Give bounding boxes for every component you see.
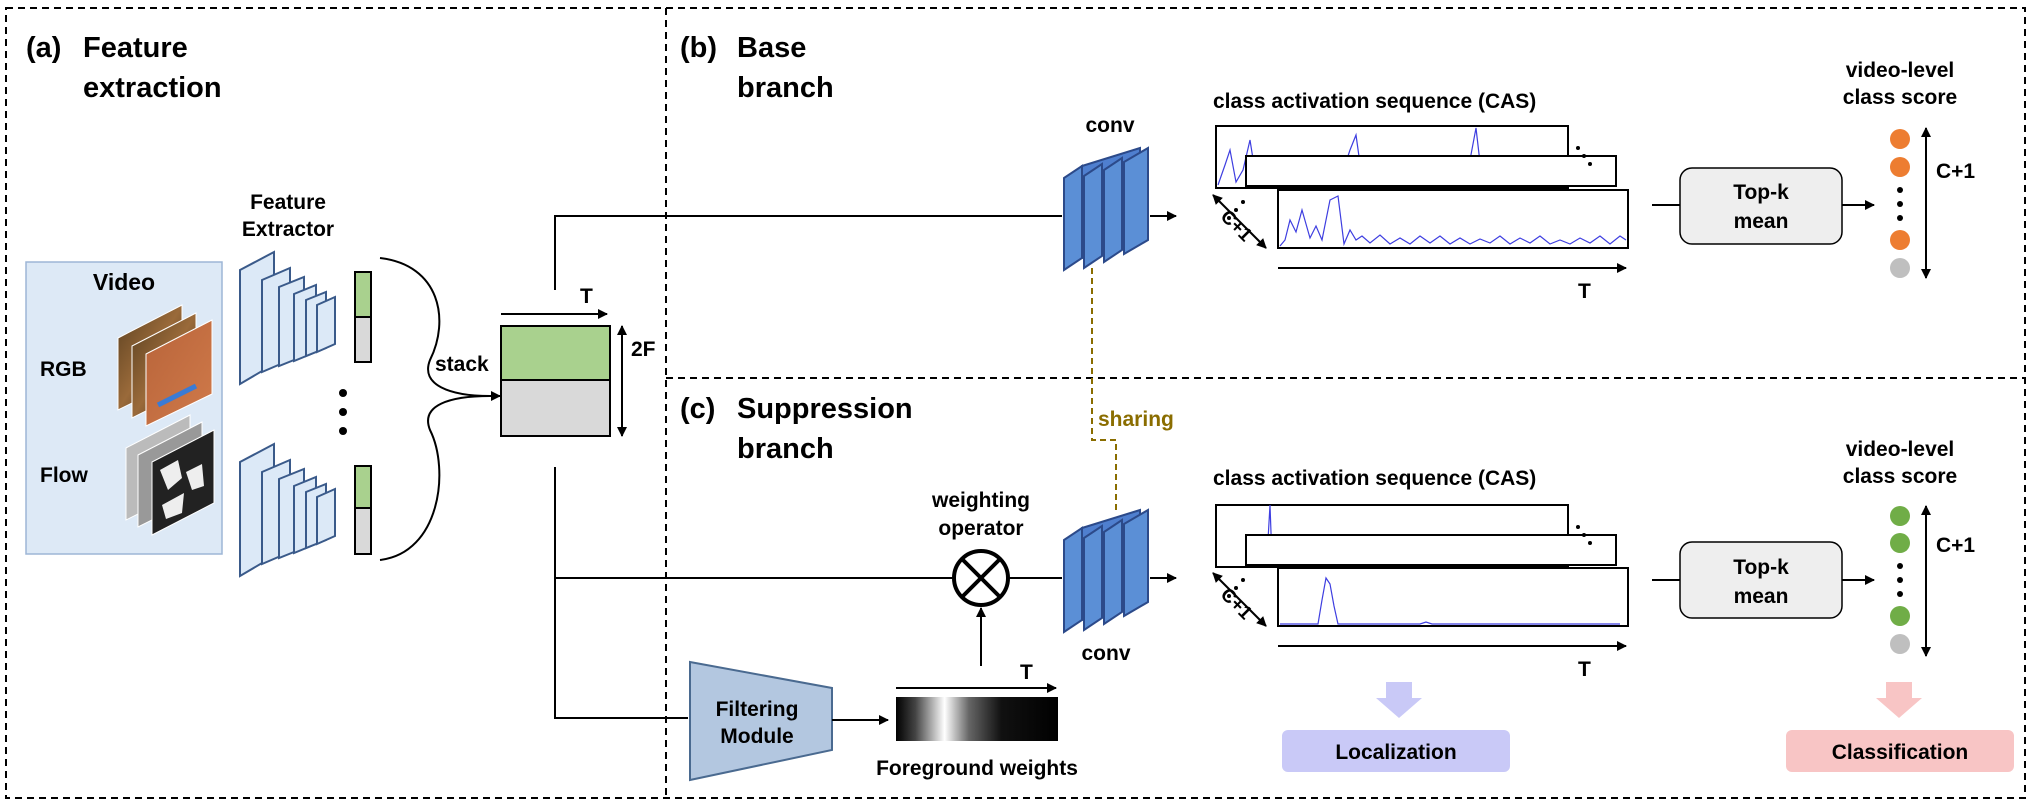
svg-text:video-level: video-level [1846,59,1955,82]
svg-text:mean: mean [1734,585,1789,608]
class-score-base: video-level class score C+1 [1843,59,1975,279]
conv-block-suppression [1063,508,1149,634]
svg-text:sharing: sharing [1098,408,1174,431]
weighting-operator-label: weighting operator [931,489,1030,540]
filtering-module: Filtering Module [689,660,833,782]
svg-text:C+1: C+1 [1216,206,1256,246]
cas-title-base: class activation sequence (CAS) [1213,90,1536,113]
svg-text:T: T [1020,661,1033,684]
svg-text:class score: class score [1843,86,1957,109]
svg-text:Feature: Feature [83,32,188,64]
stack-connector [379,257,501,561]
multiply-operator-icon [952,549,1010,607]
svg-text:Foreground weights: Foreground weights [876,757,1078,780]
feature-matrix: T 2F [500,285,656,437]
svg-text:T: T [580,285,593,308]
svg-text:operator: operator [938,517,1023,540]
localization-output: Localization [1282,682,1510,772]
svg-text:Feature: Feature [250,191,326,214]
classification-output: Classification [1786,682,2014,772]
svg-text:Module: Module [720,725,794,748]
class-score-suppression: video-level class score C+1 [1843,438,1975,657]
svg-text:Top-k: Top-k [1733,556,1789,579]
svg-text:T: T [1578,280,1591,303]
svg-text:Suppression: Suppression [737,393,913,425]
svg-text:Filtering: Filtering [716,698,799,721]
flow-frames [125,414,215,536]
foreground-weights: T Foreground weights [876,661,1078,780]
panel-a-title: (a) Feature extraction [26,32,222,104]
svg-text:Video: Video [93,269,155,295]
svg-text:RGB: RGB [40,358,87,381]
svg-text:(c): (c) [680,393,715,425]
feature-routing-lines [554,215,1062,719]
svg-text:(a): (a) [26,32,61,64]
svg-text:Classification: Classification [1832,741,1969,764]
feature-vector-bottom [354,465,372,555]
feature-extractor-top [239,250,336,386]
svg-text:Extractor: Extractor [242,218,334,241]
svg-text:C+1: C+1 [1936,160,1975,183]
feature-vector-top [354,271,372,363]
panel-b-title: (b) Base branch [680,32,834,104]
svg-text:Localization: Localization [1335,741,1456,764]
svg-text:C+1: C+1 [1216,584,1256,624]
svg-text:T: T [1578,658,1591,681]
svg-text:Top-k: Top-k [1733,181,1789,204]
svg-text:Flow: Flow [40,464,88,487]
conv-label-base: conv [1085,114,1134,137]
topk-mean-base: Top-k mean [1679,167,1843,245]
feature-extractor-label: Feature Extractor [242,191,334,241]
svg-text:2F: 2F [631,338,656,361]
outer-border [5,7,2026,799]
panel-c-title: (c) Suppression branch [680,393,913,465]
svg-text:class score: class score [1843,465,1957,488]
conv-block-base [1063,146,1149,272]
rgb-frames [117,304,213,427]
svg-text:C+1: C+1 [1936,534,1975,557]
feature-extractor-bottom [239,442,336,578]
svg-text:extraction: extraction [83,72,222,104]
conv-label-suppression: conv [1081,642,1130,665]
cas-stack-base: C+1 T [1212,125,1629,303]
svg-text:(b): (b) [680,32,717,64]
cas-title-suppression: class activation sequence (CAS) [1213,467,1536,490]
panel-borders [5,7,2026,799]
svg-text:mean: mean [1734,210,1789,233]
svg-text:branch: branch [737,433,834,465]
cas-stack-suppression: C+1 T [1212,504,1629,681]
svg-text:Base: Base [737,32,806,64]
topk-mean-suppression: Top-k mean [1679,541,1843,619]
svg-text:branch: branch [737,72,834,104]
sharing-link: sharing [1091,268,1174,510]
stack-label: stack [435,353,489,376]
svg-text:video-level: video-level [1846,438,1955,461]
ellipsis-vertical-a [339,389,347,435]
svg-text:weighting: weighting [931,489,1030,512]
